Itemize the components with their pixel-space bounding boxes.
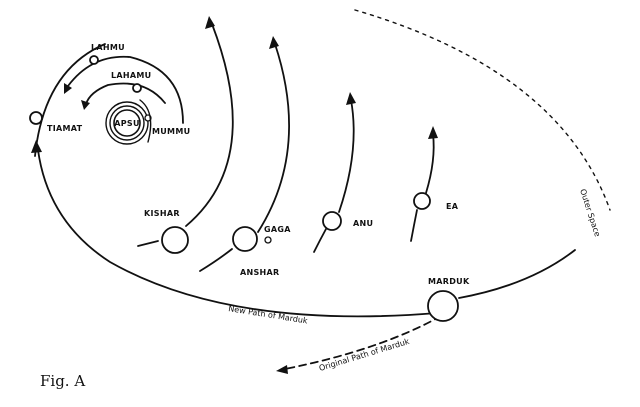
apsu-core [113, 109, 141, 137]
anshar-orbit-arrowhead [269, 36, 279, 49]
lahmu-body: LAHMU [64, 43, 184, 124]
kishar-orbit-tail [137, 240, 159, 247]
apsu-outer-ring [105, 101, 149, 145]
original-path-curve [284, 315, 442, 370]
marduk-label: MARDUK [428, 277, 470, 286]
ea-label: EA [446, 202, 459, 211]
ea-body: EA [410, 126, 459, 242]
original-path-of-marduk: Original Path of Marduk [276, 315, 442, 374]
anshar-orbit [257, 43, 290, 233]
anu-body: ANU [313, 92, 373, 253]
tiamat-orbit [34, 43, 106, 157]
lahamu-body: LAHAMU [81, 71, 166, 110]
kishar-label: KISHAR [144, 209, 180, 218]
marduk-incoming-curve [458, 249, 576, 299]
mummu-orbit [139, 99, 152, 143]
anu-label: ANU [353, 219, 373, 228]
apsu-inner-ring [109, 105, 145, 141]
new-path-label: New Path of Marduk [228, 304, 309, 325]
new-path-arrowhead [31, 140, 42, 153]
ea-orbit-tail [410, 209, 418, 242]
lahamu-orbit-arrowhead [81, 100, 90, 110]
kishar-orbit-arrowhead [205, 16, 215, 29]
tiamat-body: TIAMAT [29, 43, 106, 157]
anu-planet [322, 211, 342, 231]
lahmu-label: LAHMU [91, 43, 125, 52]
anu-orbit-arrowhead [346, 92, 356, 105]
lahamu-label: LAHAMU [111, 71, 151, 80]
apsu-body: APSU [105, 101, 149, 145]
outer-space-dashed-arc [354, 9, 611, 211]
mummu-body: MUMMU [139, 99, 190, 143]
anshar-planet [232, 226, 258, 252]
lahamu-orbit [85, 82, 166, 105]
gaga-body: GAGA [264, 225, 291, 244]
marduk-body: MARDUK [427, 277, 470, 322]
outer-space-label: Outer Space [578, 188, 602, 238]
new-path-curve [37, 149, 438, 318]
tiamat-planet [29, 111, 43, 125]
kishar-orbit [185, 23, 234, 227]
outer-space-boundary: Outer Space [354, 9, 611, 238]
original-path-arrowhead [276, 365, 288, 374]
anu-orbit [338, 99, 355, 213]
lahmu-orbit-arrowhead [64, 83, 72, 94]
figure-label: Fig. A [40, 372, 85, 390]
mummu-label: MUMMU [152, 127, 190, 136]
anshar-label: ANSHAR [240, 268, 280, 277]
ea-orbit-arrowhead [428, 126, 438, 139]
kishar-planet [161, 226, 189, 254]
marduk-incoming-path [458, 249, 576, 299]
lahmu-planet [89, 55, 99, 65]
gaga-planet [264, 236, 272, 244]
tiamat-label: TIAMAT [47, 124, 83, 133]
ea-orbit [425, 133, 435, 194]
ea-planet [413, 192, 431, 210]
lahmu-orbit [67, 55, 184, 124]
lahamu-planet [132, 83, 142, 93]
marduk-planet [427, 290, 459, 322]
apsu-label: APSU [114, 119, 140, 128]
anu-orbit-tail [313, 228, 327, 253]
anshar-orbit-tail [199, 248, 233, 272]
kishar-body: KISHAR [137, 16, 234, 254]
original-path-label: Original Path of Marduk [318, 337, 411, 373]
gaga-label: GAGA [264, 225, 291, 234]
anshar-body: ANSHAR [199, 36, 290, 277]
